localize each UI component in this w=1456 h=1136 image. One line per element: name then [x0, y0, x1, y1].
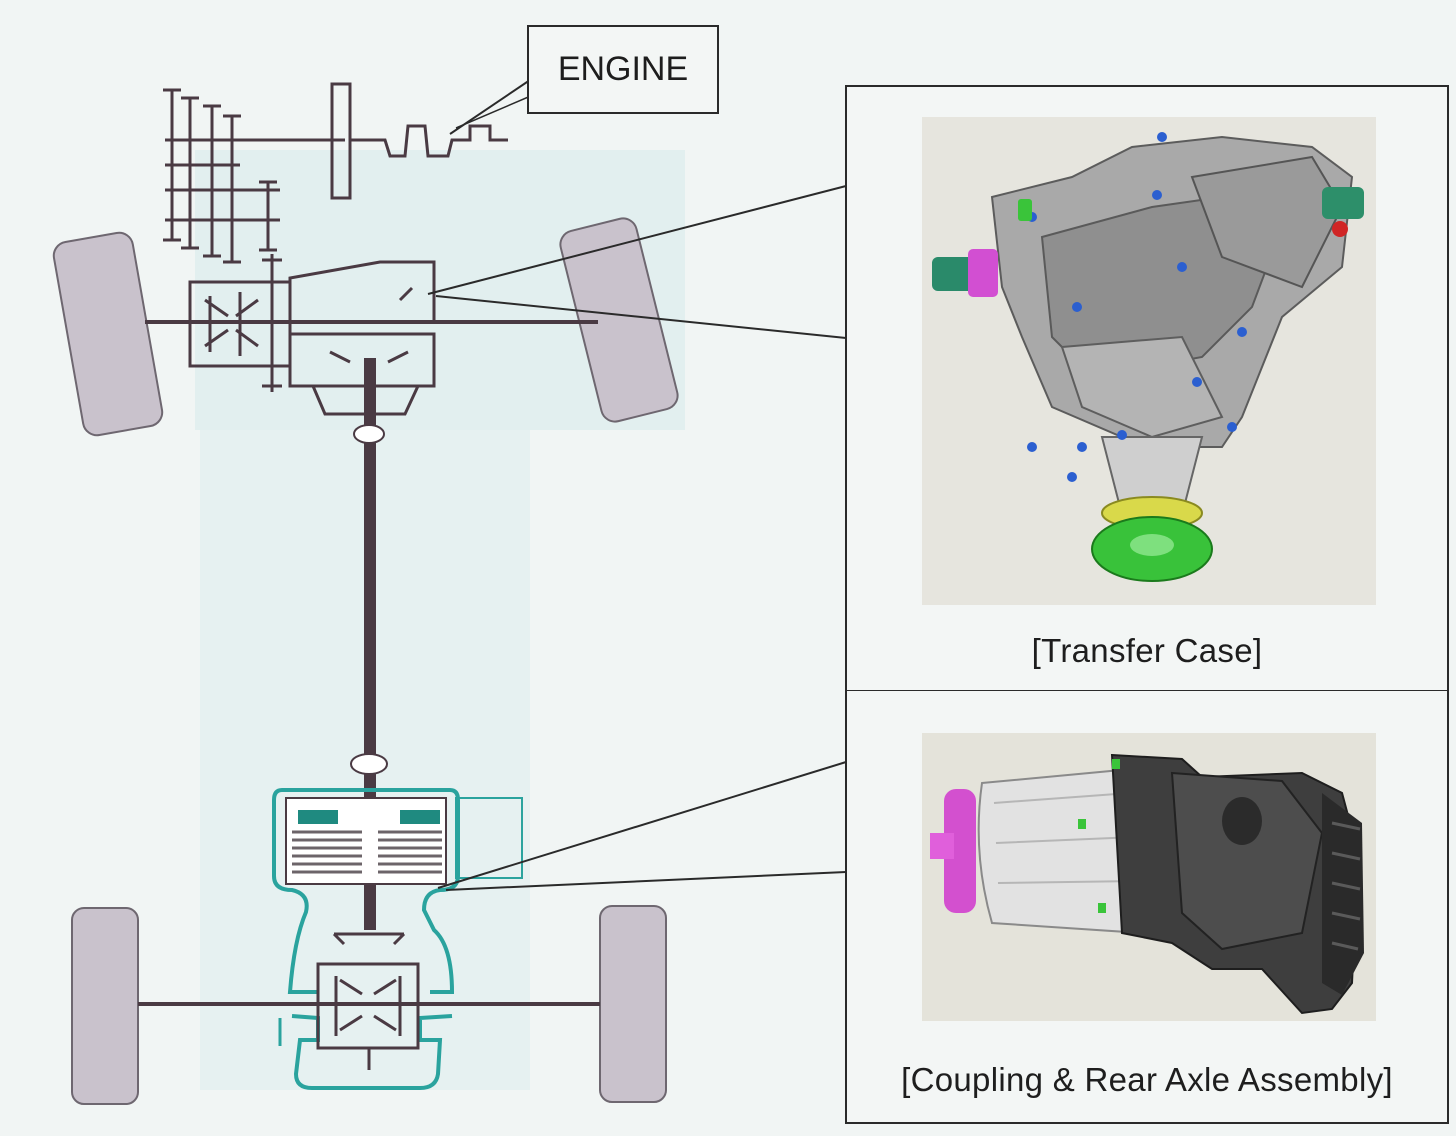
transfer-case-photo	[922, 117, 1376, 605]
coupling-housing	[272, 788, 523, 1090]
front-universal-joint	[353, 424, 385, 444]
transfer-case-caption: [Transfer Case]	[1031, 632, 1263, 669]
rear-right-tire	[599, 905, 667, 1103]
clutch-pack	[285, 797, 447, 885]
front-differential	[188, 254, 292, 392]
front-right-tire	[559, 217, 679, 423]
transfer-case-callout-lower	[435, 295, 847, 339]
crankshaft	[350, 124, 508, 158]
coupling-callout-lower	[445, 871, 847, 891]
transfer-case-render-icon	[922, 117, 1376, 605]
rear-assembly-caption: [Coupling & Rear Axle Assembly]	[901, 1061, 1393, 1098]
rear-assembly-photo	[922, 733, 1376, 1021]
rear-assembly-panel: [Coupling & Rear Axle Assembly]	[845, 690, 1449, 1124]
propeller-shaft	[364, 358, 376, 930]
front-left-tire	[52, 231, 164, 437]
transfer-case-callout-upper	[427, 185, 847, 295]
engine-label: ENGINE	[527, 25, 719, 114]
coupling-callout-upper	[437, 761, 847, 889]
rear-left-tire	[71, 907, 139, 1105]
rear-universal-joint	[350, 753, 388, 775]
transmission-gears	[163, 88, 345, 264]
rear-assembly-render-icon	[922, 733, 1376, 1021]
transfer-case-panel: [Transfer Case]	[845, 85, 1449, 691]
clutch-plate	[330, 82, 352, 200]
